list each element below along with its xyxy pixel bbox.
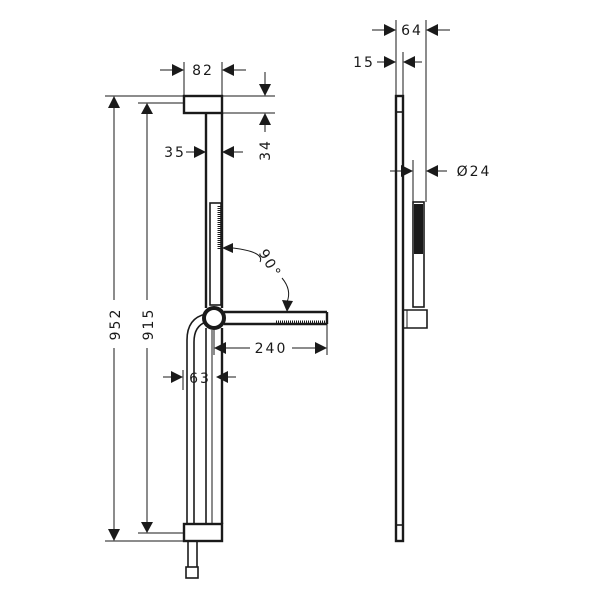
- side-view: [394, 94, 428, 543]
- dimension-15: 15: [353, 52, 422, 96]
- dimension-63: 63: [163, 370, 236, 390]
- dim-rail-height: 915: [141, 308, 157, 341]
- dimension-240: 240: [213, 324, 328, 357]
- dim-hose-offset: 63: [189, 371, 211, 387]
- side-rail: [394, 94, 405, 543]
- dim-side-depth: 64: [401, 23, 423, 39]
- dimension-angle: 90°: [222, 243, 293, 312]
- side-holder: [403, 309, 428, 329]
- handshower-side: [412, 201, 425, 308]
- front-view: [182, 94, 329, 579]
- dimension-35: 35: [164, 145, 243, 161]
- dimension-34: 34: [222, 72, 275, 161]
- dim-angle: 90°: [255, 247, 284, 282]
- dimension-82: 82: [160, 62, 246, 96]
- hose-connector: [185, 566, 199, 579]
- dim-arm-length: 240: [255, 341, 288, 357]
- bottom-wall-bracket: [182, 522, 224, 543]
- dim-handshower-diameter: Ø24: [457, 164, 492, 180]
- dim-top-block-height: 34: [258, 139, 274, 161]
- dim-overall-height: 952: [108, 308, 124, 341]
- dimension-952: 952: [105, 95, 184, 542]
- dimension-64: 64: [372, 20, 450, 202]
- handshower-vertical: [209, 202, 222, 306]
- top-wall-bracket: [182, 94, 224, 115]
- dim-top-block-width: 82: [192, 63, 214, 79]
- dim-rail-thickness: 15: [353, 55, 375, 71]
- dim-rail-offset: 35: [164, 145, 186, 161]
- dimension-diameter: Ø24: [390, 160, 492, 202]
- dimension-915: 915: [138, 102, 184, 534]
- shower-holder: [202, 306, 226, 330]
